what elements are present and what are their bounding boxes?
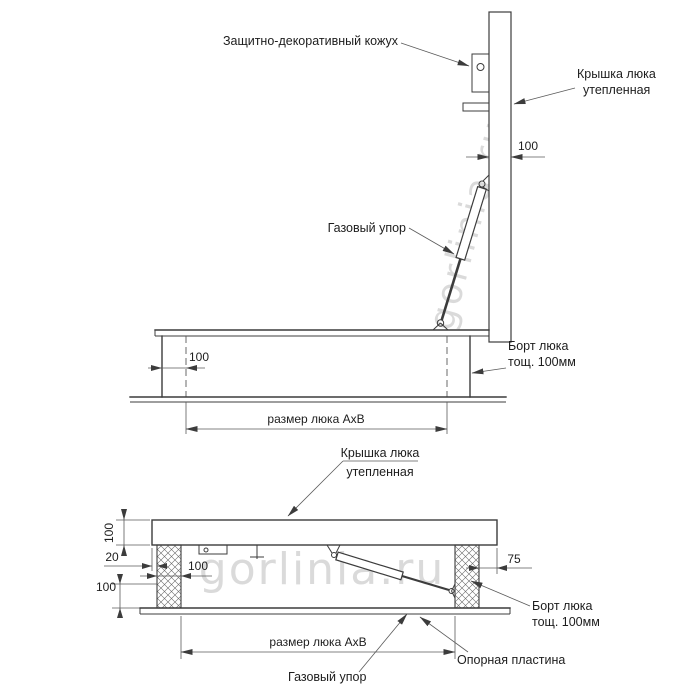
- leader-gas-strut-closed: [358, 613, 408, 673]
- leader-hatch-board-open: [471, 367, 507, 375]
- lid-handle: [462, 102, 490, 112]
- label-hatch-board-open-line2: тощ. 100мм: [508, 355, 576, 369]
- dim-board-thickness-open-text: 100: [189, 350, 209, 364]
- dim-hatch-size-open-text: размер люка AxB: [267, 412, 364, 426]
- closed-view: 100 20 100 100: [96, 446, 600, 684]
- dim-cover-height-text: 100: [102, 523, 116, 543]
- watermark-horizontal-text: gorlinia.ru: [199, 544, 445, 595]
- dim-overhang: 75: [466, 548, 532, 574]
- dim-cover-thickness-open: 100: [466, 139, 545, 160]
- dim-embed-depth-text: 100: [96, 580, 116, 594]
- dim-embed-depth: 100: [96, 574, 157, 618]
- label-protective-casing-text: Защитно-декоративный кожух: [223, 34, 399, 48]
- label-hatch-cover-closed-line2: утепленная: [346, 465, 413, 479]
- label-hatch-cover-closed-line1: Крышка люка: [341, 446, 420, 460]
- hatch-board-left: [156, 544, 182, 609]
- gas-strut-closed-rod: [401, 574, 450, 592]
- leader-hatch-cover-open: [513, 87, 576, 105]
- dim-hatch-size-open: размер люка AxB: [185, 402, 448, 434]
- label-gas-strut-open-text: Газовый упор: [328, 221, 406, 235]
- label-protective-casing: Защитно-декоративный кожух: [223, 34, 470, 67]
- label-hatch-board-closed: Борт люка тощ. 100мм: [470, 580, 600, 629]
- protective-casing-bracket: [471, 53, 490, 93]
- gas-strut-rod: [440, 258, 462, 321]
- dim-cover-thickness-text: 100: [518, 139, 538, 153]
- cover-latch-detail: [198, 544, 264, 559]
- leader-hatch-board-closed: [470, 580, 531, 607]
- label-hatch-cover-open-line1: Крышка люка: [577, 67, 656, 81]
- label-hatch-cover-open-line2: утепленная: [583, 83, 650, 97]
- dim-edge-offset-text: 20: [105, 550, 119, 564]
- hatch-lid-open: [488, 11, 512, 343]
- open-view: 100 100 размер люка AxB Защитно-декорати…: [129, 11, 656, 434]
- label-hatch-cover-open: Крышка люка утепленная: [513, 67, 656, 105]
- ground-plate-open-view: [129, 396, 507, 403]
- label-gas-strut-open: Газовый упор: [328, 221, 455, 255]
- gas-strut-closed-cylinder: [335, 551, 404, 581]
- dim-hatch-size-closed: размер люка AxB: [180, 616, 456, 659]
- hatch-board-right: [454, 544, 480, 609]
- dim-cover-height: 100: [102, 509, 150, 556]
- gas-strut-closed: [326, 544, 456, 599]
- dim-overhang-text: 75: [507, 552, 521, 566]
- leader-support-plate: [419, 616, 469, 653]
- label-support-plate-text: Опорная пластина: [457, 653, 565, 667]
- gas-strut-cylinder: [455, 185, 488, 261]
- dim-board-thickness-open: 100: [148, 350, 209, 371]
- hatch-frame-open-view: [154, 329, 511, 398]
- dim-board-thickness-closed: 100: [140, 559, 212, 579]
- leader-hatch-cover-closed: [287, 460, 344, 517]
- label-hatch-board-closed-line2: тощ. 100мм: [532, 615, 600, 629]
- label-gas-strut-closed: Газовый упор: [288, 613, 408, 684]
- leader-protective-casing: [400, 42, 470, 67]
- watermarks: gorlinia.ru gorlinia.ru: [199, 114, 517, 595]
- gas-strut-open: [432, 174, 490, 331]
- label-hatch-board-open-line1: Борт люка: [508, 339, 568, 353]
- dim-edge-offset: 20: [104, 548, 167, 571]
- dim-hatch-size-closed-text: размер люка AxB: [269, 635, 366, 649]
- dim-board-thickness-closed-text: 100: [188, 559, 208, 573]
- label-hatch-cover-closed: Крышка люка утепленная: [287, 446, 420, 517]
- label-hatch-board-open: Борт люка тощ. 100мм: [471, 339, 576, 375]
- leader-gas-strut-open: [408, 227, 455, 255]
- hatch-cover-closed: [151, 519, 498, 546]
- label-support-plate: Опорная пластина: [419, 616, 565, 667]
- label-gas-strut-closed-text: Газовый упор: [288, 670, 366, 684]
- support-plate: [139, 607, 511, 615]
- label-hatch-board-closed-line1: Борт люка: [532, 599, 592, 613]
